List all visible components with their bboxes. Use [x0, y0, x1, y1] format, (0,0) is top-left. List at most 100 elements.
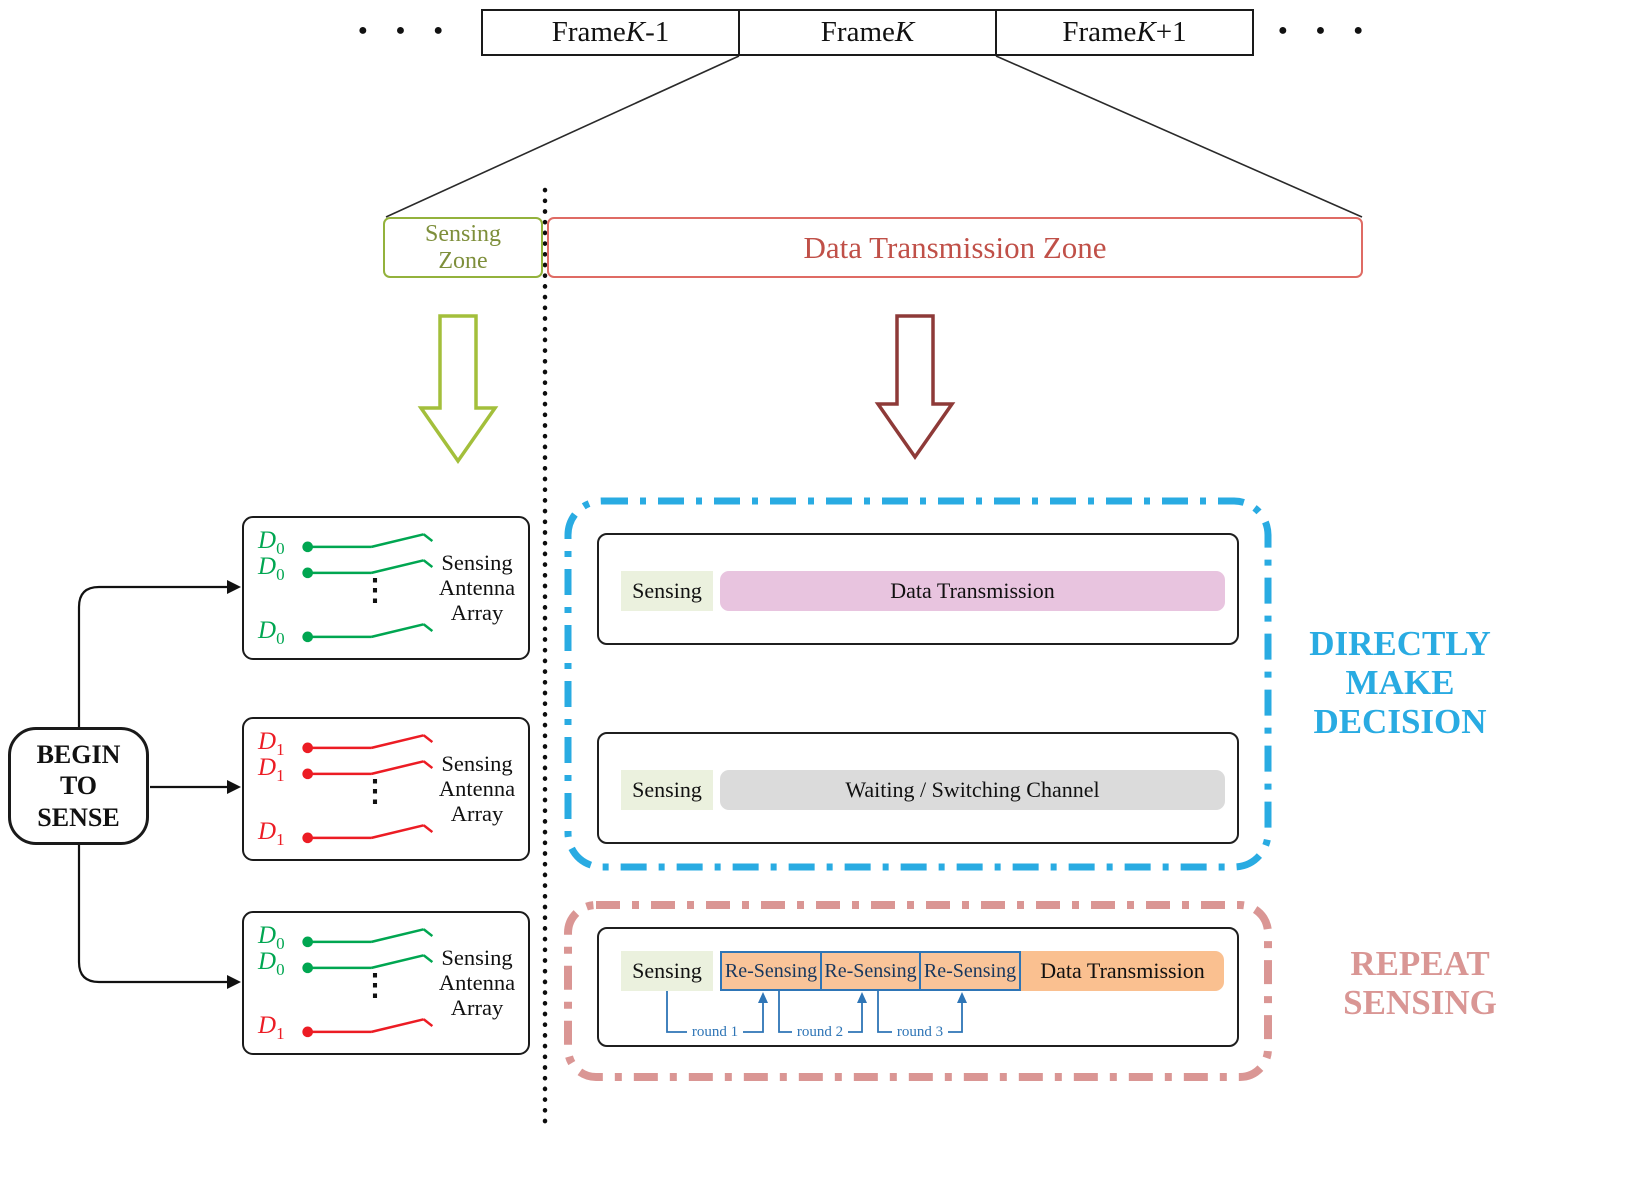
antenna-state-label: D1 — [258, 818, 294, 850]
antenna-switch-icon — [302, 928, 434, 948]
antenna-switch-icon — [302, 954, 434, 974]
decision-label-line: DIRECTLY — [1309, 624, 1491, 663]
repeat-label-line: SENSING — [1343, 983, 1497, 1023]
d-sub: 0 — [276, 565, 285, 584]
antenna-switch-icon — [302, 623, 434, 643]
sensing-zone-down-arrow — [417, 314, 499, 465]
antenna-switch-icon — [302, 1018, 434, 1038]
sensing-chip: Sensing — [621, 951, 713, 991]
antenna-row: D0 — [258, 948, 443, 980]
antenna-caption-line: Array — [450, 600, 504, 626]
re-sensing-cell: Re-Sensing — [919, 951, 1021, 991]
d-sub: 0 — [276, 539, 285, 558]
antenna-array-caption: Sensing Antenna Array — [431, 550, 523, 626]
repeat-label-line: REPEAT — [1350, 944, 1490, 983]
antenna-caption-line: Array — [450, 995, 504, 1021]
begin-arrowhead-bottom — [227, 975, 241, 989]
sensing-zone-box: Sensing Zone — [383, 217, 543, 278]
repeat-sensing-group-border — [564, 901, 1272, 1081]
antenna-caption-line: Antenna — [438, 970, 516, 996]
begin-arrowhead-top — [227, 580, 241, 594]
frame-timeline: Frame K-1 Frame K Frame K+1 — [481, 9, 1254, 56]
round-3-arrowhead — [957, 992, 967, 1003]
antenna-state-label: D0 — [258, 922, 294, 954]
sensing-chip: Sensing — [621, 770, 713, 810]
frame-k-plus-1-box: Frame K+1 — [995, 9, 1254, 56]
frame-expand-left-line — [385, 55, 740, 218]
vertical-ellipsis: ⋮ — [360, 574, 390, 607]
decision-label-line: DECISION — [1313, 702, 1487, 742]
round-1-arrowhead — [758, 992, 768, 1003]
begin-to-sense-box: BEGIN TO SENSE — [8, 727, 149, 845]
begin-arrow-bottom — [77, 845, 228, 984]
frame-expand-right-line — [995, 55, 1363, 218]
data-zone-down-arrow — [874, 314, 956, 461]
round-3-label: round 3 — [892, 1023, 948, 1041]
antenna-array-caption: Sensing Antenna Array — [431, 945, 523, 1021]
antenna-switch-icon — [302, 824, 434, 844]
sensing-chip: Sensing — [621, 571, 713, 611]
antenna-caption-line: Sensing — [441, 751, 513, 777]
repeat-sensing-case-box: Sensing Re-Sensing Re-Sensing Re-Sensing… — [597, 927, 1239, 1047]
frame-label-suffix: +1 — [1155, 16, 1187, 48]
antenna-switch-icon — [302, 760, 434, 780]
decision-label-line: MAKE — [1345, 663, 1455, 703]
frame-label-k: K — [625, 16, 646, 48]
antenna-state-label: D1 — [258, 754, 294, 786]
antenna-switch-icon — [302, 734, 434, 754]
antenna-state-label: D0 — [258, 527, 294, 559]
d-sub: 1 — [276, 740, 285, 759]
d-base: D — [258, 948, 277, 975]
decision-case-wait-box: Sensing Waiting / Switching Channel — [597, 732, 1239, 844]
antenna-state-label: D0 — [258, 948, 294, 980]
data-transmission-bar: Data Transmission — [1021, 951, 1224, 991]
vertical-ellipsis: ⋮ — [360, 969, 390, 1002]
antenna-row: D0 — [258, 527, 443, 559]
antenna-state-label: D0 — [258, 617, 294, 649]
d-sub: 1 — [276, 766, 285, 785]
antenna-row: D1 — [258, 818, 443, 850]
repeat-sensing-label: REPEAT SENSING — [1300, 944, 1540, 1022]
decision-case-transmit-box: Sensing Data Transmission — [597, 533, 1239, 645]
antenna-row: D1 — [258, 728, 443, 760]
sensing-zone-label-line1: Sensing — [424, 220, 501, 247]
frame-k-box: Frame K — [738, 9, 997, 56]
vertical-ellipsis: ⋮ — [360, 775, 390, 808]
directly-make-decision-label: DIRECTLY MAKE DECISION — [1285, 624, 1515, 742]
re-sensing-cell: Re-Sensing — [720, 951, 822, 991]
data-transmission-zone-box: Data Transmission Zone — [547, 217, 1363, 278]
antenna-caption-line: Antenna — [438, 776, 516, 802]
d-base: D — [258, 1012, 277, 1039]
antenna-row: D0 — [258, 617, 443, 649]
timeline-left-ellipsis: ●●● — [358, 22, 471, 39]
d-sub: 0 — [276, 629, 285, 648]
antenna-row: D0 — [258, 922, 443, 954]
round-2-label: round 2 — [792, 1023, 848, 1041]
d-base: D — [258, 617, 277, 644]
directly-make-decision-group-border — [564, 497, 1272, 871]
antenna-array-box-3: D0 D0 ⋮ D1 Sensing Antenna Array — [242, 911, 530, 1055]
frame-label-prefix: Frame — [1062, 16, 1137, 48]
antenna-array-caption: Sensing Antenna Array — [431, 751, 523, 827]
frame-k-minus-1-box: Frame K-1 — [481, 9, 740, 56]
antenna-caption-line: Sensing — [441, 550, 513, 576]
frame-label-prefix: Frame — [551, 16, 626, 48]
re-sensing-cell: Re-Sensing — [819, 951, 922, 991]
d-sub: 1 — [276, 830, 285, 849]
antenna-state-label: D1 — [258, 728, 294, 760]
antenna-state-label: D1 — [258, 1012, 294, 1044]
antenna-state-label: D0 — [258, 553, 294, 585]
d-base: D — [258, 922, 277, 949]
data-transmission-zone-label: Data Transmission Zone — [803, 229, 1107, 265]
begin-arrowhead-middle — [227, 780, 241, 794]
d-base: D — [258, 818, 277, 845]
timeline-right-ellipsis: ●●● — [1278, 22, 1391, 39]
antenna-array-box-1: D0 D0 ⋮ D0 Sensing Antenna Array — [242, 516, 530, 660]
begin-label-line3: SENSE — [37, 802, 120, 832]
antenna-caption-line: Sensing — [441, 945, 513, 971]
waiting-switching-bar: Waiting / Switching Channel — [720, 770, 1225, 810]
begin-arrow-top — [77, 585, 228, 727]
begin-label-line1: BEGIN — [36, 740, 121, 770]
